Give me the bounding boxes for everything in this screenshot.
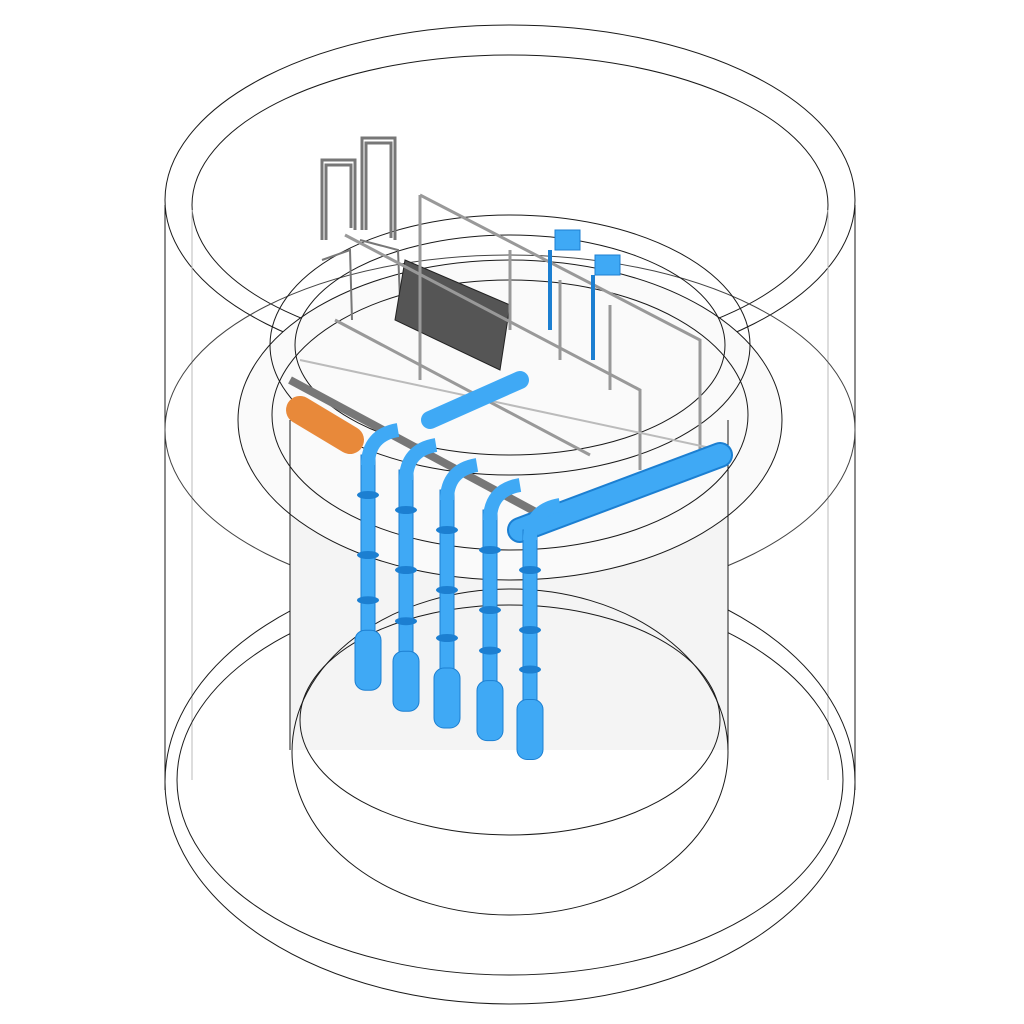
pipe-flange bbox=[357, 596, 379, 605]
pump-1 bbox=[354, 423, 400, 691]
pump-elbow bbox=[523, 498, 562, 541]
pipe-flange bbox=[519, 566, 541, 574]
pump-elbow bbox=[399, 438, 438, 481]
pump-column bbox=[522, 529, 538, 705]
pump-4 bbox=[476, 478, 522, 742]
pump-column bbox=[482, 509, 498, 687]
pump-motor bbox=[433, 667, 461, 729]
actuator-2 bbox=[594, 254, 621, 276]
pipe-flange bbox=[479, 606, 501, 614]
pump-elbow bbox=[361, 423, 400, 466]
pump-motor bbox=[354, 629, 382, 691]
pipe-flange bbox=[395, 506, 417, 514]
pump-3 bbox=[433, 458, 479, 729]
grating bbox=[394, 259, 511, 371]
pipe-flange bbox=[436, 634, 458, 642]
pipe-flange bbox=[436, 586, 458, 594]
ladder-rungs bbox=[321, 239, 401, 321]
pump-motor bbox=[392, 650, 420, 712]
pump-elbow bbox=[440, 458, 479, 501]
pump-motor bbox=[476, 680, 504, 742]
pipe-flange bbox=[479, 646, 501, 655]
pump-2 bbox=[392, 438, 438, 712]
wet-well-top bbox=[269, 214, 751, 476]
wet-well-floor bbox=[291, 588, 729, 916]
pump-column bbox=[398, 469, 414, 657]
pipe-flange bbox=[519, 665, 541, 674]
pump-motor bbox=[516, 699, 544, 760]
discharge-header bbox=[286, 371, 733, 543]
ladder-left bbox=[320, 158, 357, 240]
valve-actuators bbox=[548, 229, 621, 360]
pipe-flange bbox=[357, 551, 379, 559]
pipe-flange bbox=[519, 626, 541, 634]
pumps bbox=[354, 423, 562, 760]
ladder-right bbox=[360, 136, 397, 240]
pipe-flange bbox=[395, 566, 417, 574]
wet-well-top-inner bbox=[294, 234, 726, 456]
wet-well-floor-inner bbox=[299, 604, 721, 836]
pump-column bbox=[439, 489, 455, 674]
pump-5 bbox=[516, 498, 562, 760]
pipe-flange bbox=[395, 617, 417, 626]
actuator-1 bbox=[554, 229, 581, 251]
pipe-flange bbox=[479, 546, 501, 554]
ladders bbox=[320, 136, 401, 321]
inlet-pipe bbox=[286, 396, 364, 454]
pipe-flange bbox=[436, 526, 458, 534]
pump-elbow bbox=[483, 478, 522, 521]
pipe-flange bbox=[357, 491, 379, 499]
pump-column bbox=[360, 454, 376, 636]
